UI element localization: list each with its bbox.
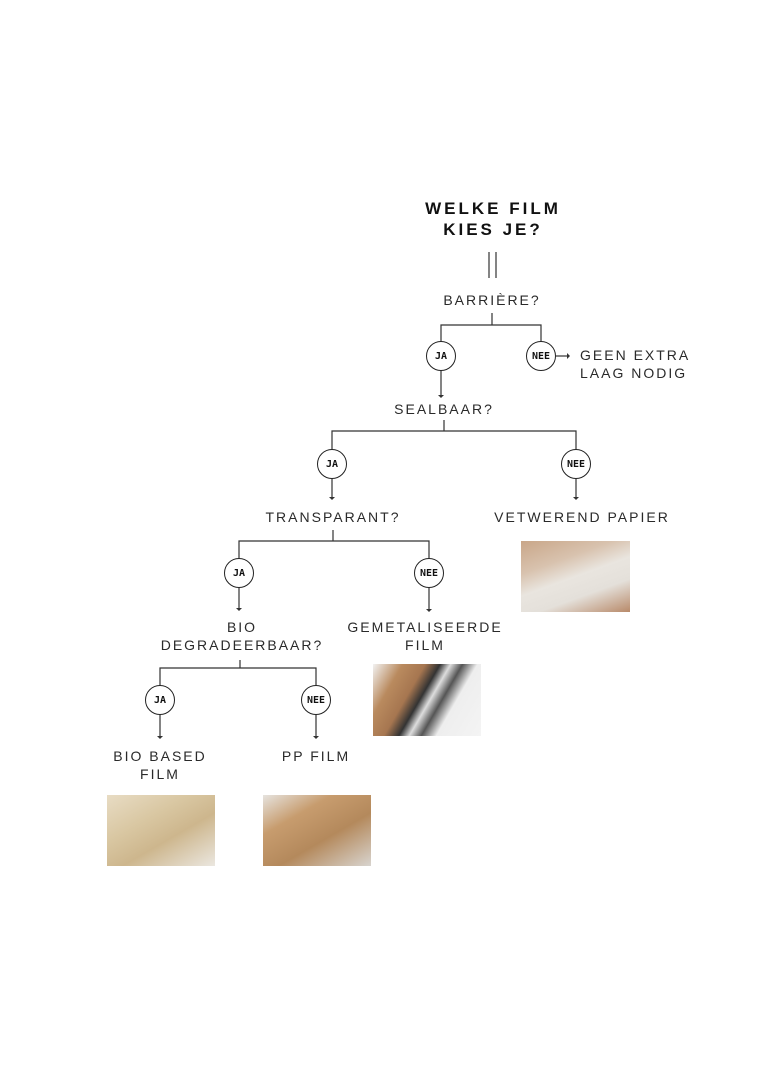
result-bio-based-film: BIO BASED FILM bbox=[113, 747, 206, 783]
result-line-2: FILM bbox=[140, 766, 180, 782]
result-geen-extra-laag: GEEN EXTRA LAAG NODIG bbox=[580, 346, 690, 382]
question-line-2: DEGRADEERBAAR? bbox=[160, 637, 324, 653]
question-sealbaar: SEALBAAR? bbox=[394, 401, 494, 417]
title-line-1: WELKE FILM bbox=[425, 199, 561, 218]
question-bio-degradeerbaar: BIO DEGRADEERBAAR? bbox=[161, 618, 324, 654]
result-line-1: GEEN EXTRA bbox=[580, 347, 691, 363]
answer-yes-circle: JA bbox=[317, 449, 347, 479]
pp-film-photo bbox=[263, 795, 371, 866]
answer-yes-circle: JA bbox=[426, 341, 456, 371]
result-line-1: GEMETALISEERDE bbox=[347, 619, 503, 635]
answer-yes-circle: JA bbox=[145, 685, 175, 715]
diagram-title: WELKE FILM KIES JE? bbox=[425, 198, 561, 240]
result-vetwerend-papier: VETWEREND PAPIER bbox=[494, 509, 670, 525]
question-line-1: BIO bbox=[226, 619, 258, 635]
answer-no-circle: NEE bbox=[561, 449, 591, 479]
result-line-1: BIO BASED bbox=[113, 748, 207, 764]
question-transparant: TRANSPARANT? bbox=[265, 509, 401, 525]
answer-yes-circle: JA bbox=[224, 558, 254, 588]
vetwerend-papier-photo bbox=[521, 541, 630, 612]
question-barriere: BARRIÈRE? bbox=[443, 292, 541, 308]
result-gemetaliseerde-film: GEMETALISEERDE FILM bbox=[347, 618, 502, 654]
gemetaliseerde-film-photo bbox=[373, 664, 481, 736]
answer-no-circle: NEE bbox=[414, 558, 444, 588]
bio-based-film-photo bbox=[107, 795, 215, 866]
answer-no-circle: NEE bbox=[301, 685, 331, 715]
title-line-2: KIES JE? bbox=[443, 220, 543, 239]
result-line-2: LAAG NODIG bbox=[580, 365, 688, 381]
answer-no-circle: NEE bbox=[526, 341, 556, 371]
result-pp-film: PP FILM bbox=[281, 748, 351, 764]
result-line-2: FILM bbox=[405, 637, 445, 653]
